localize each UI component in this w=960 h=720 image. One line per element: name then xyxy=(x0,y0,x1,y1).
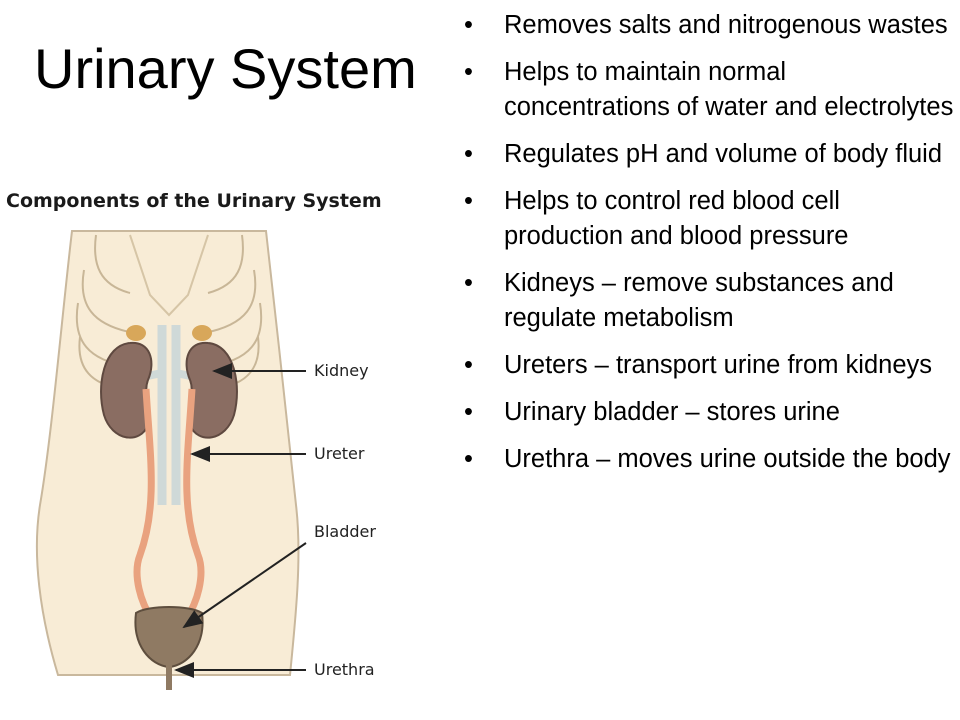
kidney-label: Kidney xyxy=(314,361,369,380)
bullet-dot: • xyxy=(464,58,473,86)
adrenal-gland-left xyxy=(126,325,146,341)
torso-outline xyxy=(35,230,300,676)
urinary-system-figure: Components of the Urinary System xyxy=(0,175,420,695)
bullet-item: • Helps to maintain normal concentrations… xyxy=(462,55,956,125)
slide-title: Urinary System xyxy=(34,37,417,100)
bladder-pointer-arrow xyxy=(182,542,307,629)
aorta-vessel xyxy=(157,325,181,505)
anatomy-illustration: Components of the Urinary System xyxy=(6,190,382,690)
ureter-right xyxy=(183,388,205,618)
rib-cage xyxy=(75,234,263,390)
bullet-text: Ureters – transport urine from kidneys xyxy=(504,351,932,379)
urethra-label: Urethra xyxy=(314,660,375,679)
bullet-item: • Ureters – transport urine from kidneys xyxy=(462,348,956,383)
bullet-dot: • xyxy=(464,351,473,379)
bullet-item: • Kidneys – remove substances and regulat… xyxy=(462,266,956,336)
bullet-item: • Urinary bladder – stores urine xyxy=(462,395,956,430)
bullet-text: Urinary bladder – stores urine xyxy=(504,398,840,426)
bullet-dot: • xyxy=(464,269,473,297)
bullet-text: Removes salts and nitrogenous wastes xyxy=(504,11,948,39)
ureter-label: Ureter xyxy=(314,444,365,463)
bullet-item: • Urethra – moves urine outside the body xyxy=(462,442,956,477)
bullet-dot: • xyxy=(464,140,473,168)
bullet-list: • Removes salts and nitrogenous wastes • H… xyxy=(462,8,956,489)
bullet-item: • Regulates pH and volume of body fluid xyxy=(462,137,956,172)
adrenal-gland-right xyxy=(192,325,212,341)
bullet-text: Regulates pH and volume of body fluid xyxy=(504,140,943,168)
bullet-dot: • xyxy=(464,445,473,473)
bullet-text: Kidneys – remove substances and regulate… xyxy=(504,269,894,332)
ureter-left xyxy=(133,388,155,618)
bladder-label: Bladder xyxy=(314,522,376,541)
bullet-text: Urethra – moves urine outside the body xyxy=(504,445,951,473)
bullet-item: • Helps to control red blood cell product… xyxy=(462,184,956,254)
bullet-dot: • xyxy=(464,398,473,426)
bullet-text: Helps to control red blood cell producti… xyxy=(504,187,849,250)
bullet-dot: • xyxy=(464,187,473,215)
bullet-dot: • xyxy=(464,11,473,39)
bullet-text: Helps to maintain normal concentrations … xyxy=(504,58,954,121)
figure-title: Components of the Urinary System xyxy=(6,190,382,212)
bullet-item: • Removes salts and nitrogenous wastes xyxy=(462,8,956,43)
